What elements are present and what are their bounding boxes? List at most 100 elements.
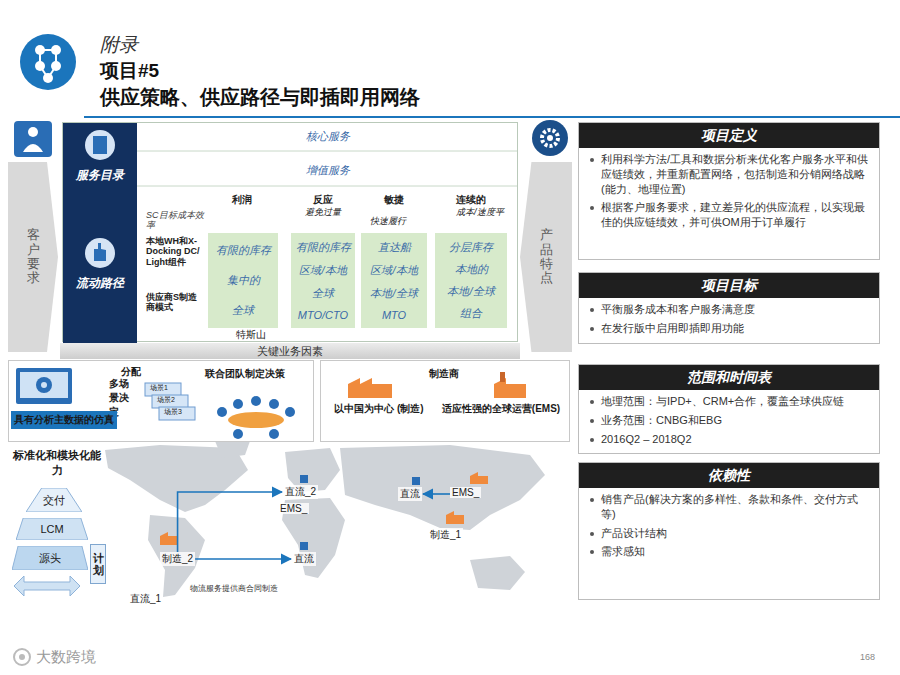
node-text: 制造_2 <box>162 552 193 566</box>
row-label: 供应商S制造商模式 <box>146 292 202 313</box>
world-map <box>105 441 545 597</box>
node-text: 集中的 <box>227 273 260 288</box>
meeting-icon <box>228 412 284 428</box>
frame-row-divider <box>137 151 518 152</box>
info-panel: 依赖性销售产品(解决方案的多样性、条款和条件、交付方式等)产品设计结构需求感知 <box>578 462 880 600</box>
column-note: 特斯山 <box>236 329 266 341</box>
path-option-box: 有限的库存集中的全球 <box>208 233 278 328</box>
double-arrow <box>14 576 80 596</box>
node-text: MTO <box>382 309 406 321</box>
node-text: 业务范围：CNBG和EBG <box>601 413 869 428</box>
meeting-icon <box>217 396 295 439</box>
node-text: 源头 <box>39 551 61 566</box>
watermark: 大数跨境 <box>36 648 96 665</box>
column-icon <box>93 136 107 154</box>
watermark-logo <box>14 649 30 665</box>
meeting-icon <box>269 399 279 409</box>
header-icon <box>51 45 61 55</box>
gear-icon <box>547 135 553 141</box>
map-site: 制造_1 <box>428 528 463 542</box>
map-site: 直流 <box>398 487 422 501</box>
header-icon <box>51 61 61 71</box>
node-text: 客户要求 <box>27 228 40 285</box>
node-text: 本地/全球 <box>447 284 494 299</box>
node-text: 增值服务 <box>137 163 519 178</box>
service-frame: 核心服务增值服务服务目录流动路径有限的库存集中的全球有限的库存区域/本地全球MT… <box>62 122 518 342</box>
decision-panel: 分配多场景决定联合团队制定决策具有分析主数据的仿真 <box>8 360 314 442</box>
column-icon <box>63 123 137 343</box>
scenario-card <box>152 395 188 408</box>
shape-outline <box>520 162 572 352</box>
requirement-arrow: 客户要求 <box>8 162 58 352</box>
manufacturer-type: 以中国为中心 (制造) <box>327 403 431 415</box>
person-icon <box>23 144 43 152</box>
world-map <box>148 515 205 597</box>
flow-arrow <box>423 493 450 495</box>
node-text: 交付 <box>43 493 65 508</box>
meeting-icon <box>285 407 295 417</box>
node-text: 需求感知 <box>601 544 869 559</box>
node-text: LCM <box>40 523 63 535</box>
header-icon <box>35 45 45 55</box>
axis-label: SC目标成本效率 <box>146 210 208 231</box>
computer-icon <box>36 377 52 393</box>
column-icon <box>85 238 115 268</box>
meeting-icon <box>217 407 227 417</box>
node-text: 产品设计结构 <box>601 526 869 541</box>
node-text: 分层库存 <box>449 240 493 255</box>
row-label: 本地WH和X-Docking DC/ Light组件 <box>146 236 204 267</box>
shape-outline <box>8 162 58 352</box>
factory-icon <box>494 378 526 398</box>
map-note: 物流服务提供商合同制造 <box>190 584 278 593</box>
node-text: 区域/本地 <box>370 263 417 278</box>
column-subheader: 快速履行 <box>370 216 406 226</box>
node-text: 流动路径 <box>65 275 135 292</box>
node-text: 平衡服务成本和客户服务满意度 <box>601 302 869 317</box>
computer-icon <box>16 368 72 404</box>
scenario-card <box>145 383 181 396</box>
map-site-icon <box>160 532 178 545</box>
node-text: 适应性强的全球运营(EMS) <box>437 403 565 415</box>
factory-icon <box>500 372 505 382</box>
node-text: 在发行版中启用即插即用功能 <box>601 321 869 336</box>
gear-icon <box>532 120 568 156</box>
column-header: 利润 <box>232 194 252 206</box>
page-number: 168 <box>860 652 875 662</box>
node-text: 全球 <box>232 303 254 318</box>
node-text: 直流 <box>400 487 420 501</box>
path-option-box: 直达船区域/本地本地/全球MTO <box>361 233 427 328</box>
map-site-icon <box>470 472 488 484</box>
world-map <box>340 445 545 530</box>
node-text: MTO/CTO <box>298 309 348 321</box>
node-text: 直流_1 <box>130 592 161 606</box>
map-site: 制造_2 <box>160 552 195 566</box>
node-text: EMS_ <box>280 503 307 514</box>
node-text: 具有分析主数据的仿真 <box>14 413 114 427</box>
scenario-card <box>145 383 195 420</box>
capability-layer: 源头 <box>12 546 88 570</box>
node-text: 核心服务 <box>137 129 519 144</box>
panel-header: 项目定义 <box>579 123 879 148</box>
column-subheader: 成本/速度平 <box>456 207 504 217</box>
person-icon <box>14 121 52 157</box>
watermark-logo <box>14 649 30 665</box>
node-text: 区域/本地 <box>299 263 346 278</box>
node-text: 有限的库存 <box>296 240 351 255</box>
map-site-icon <box>412 477 420 485</box>
node-text: 全球 <box>312 286 334 301</box>
gear-icon <box>542 130 558 146</box>
feature-arrow: 产品特点 <box>520 162 572 352</box>
capability-layer: 交付 <box>26 488 82 512</box>
flow-arrow <box>195 558 291 560</box>
node-text: 2016Q2 – 2018Q2 <box>601 432 869 447</box>
scenario-label: 场景1 <box>150 384 168 392</box>
node-text: 关键业务因素 <box>60 343 520 359</box>
info-panel: 项目定义利用科学方法/工具和数据分析来优化客户服务水平和供应链绩效，并重新配置网… <box>578 122 880 260</box>
column-icon <box>94 243 106 261</box>
info-panel: 范围和时间表地理范围：与IPD+、CRM+合作，覆盖全球供应链业务范围：CNBG… <box>578 364 880 454</box>
plan-box: 计划 <box>90 544 106 584</box>
title-rule <box>84 116 900 118</box>
capability-stack: 标准化和模块化能力交付LCM源头计划 <box>8 448 106 598</box>
node-text: 根据客户服务要求，建立差异化的供应流程，以实现最佳的供应链绩效，并可供OM用于订… <box>601 200 869 230</box>
